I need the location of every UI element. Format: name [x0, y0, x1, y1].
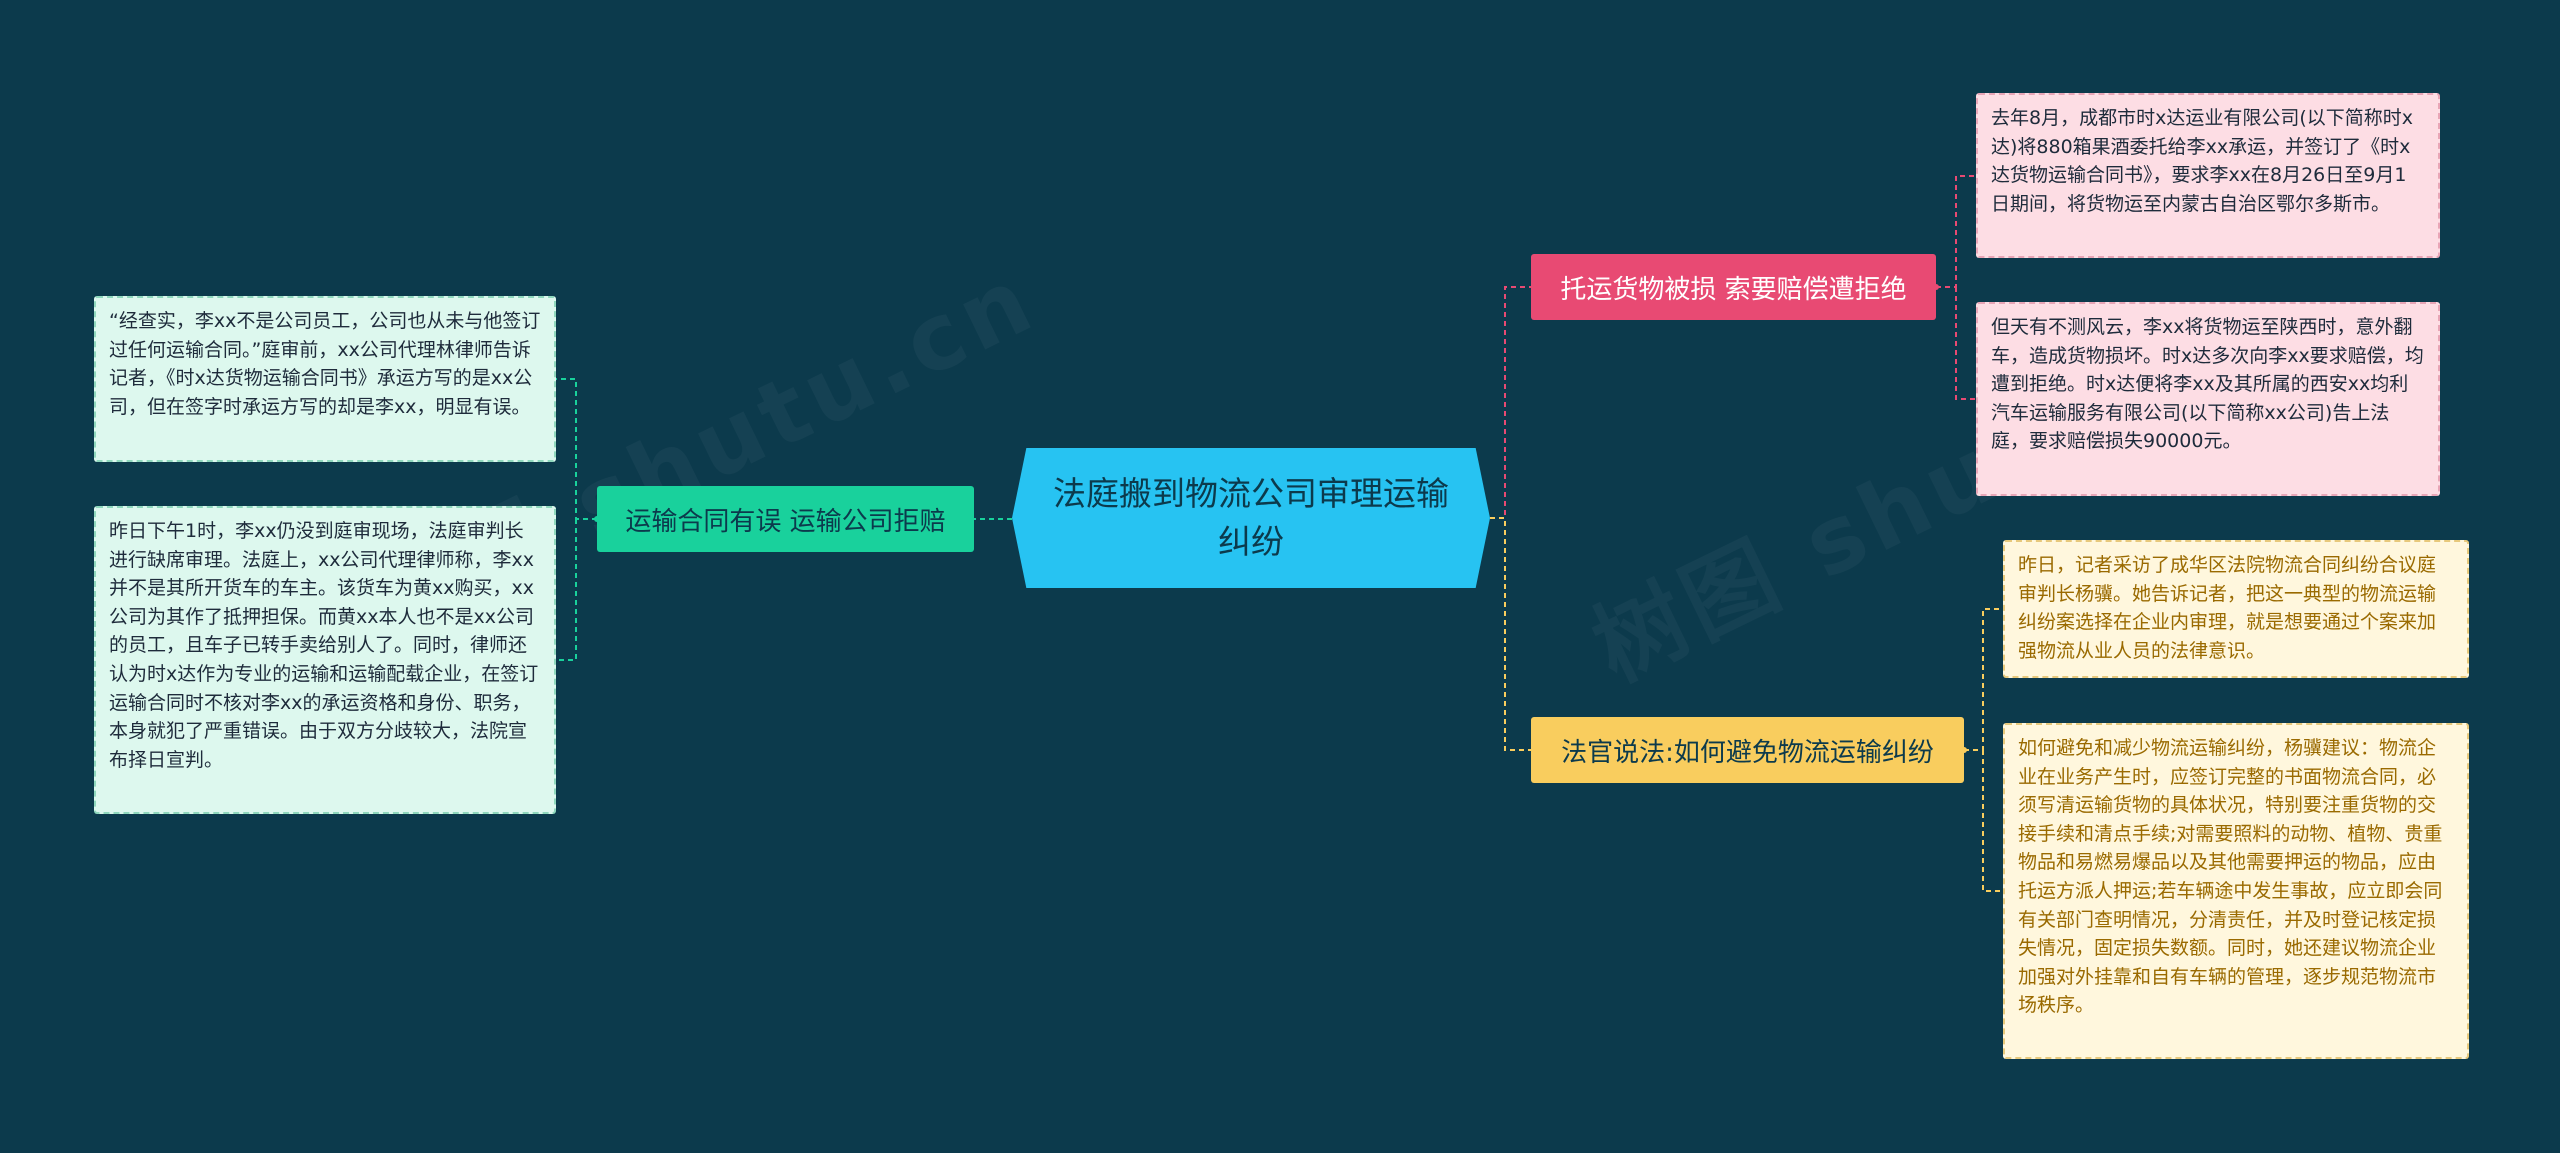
leaf-note[interactable]: “经查实，李xx不是公司员工，公司也从未与他签订过任何运输合同。”庭审前，xx公… [94, 296, 556, 462]
leaf-note[interactable]: 昨日下午1时，李xx仍没到庭审现场，法庭审判长进行缺席审理。法庭上，xx公司代理… [94, 506, 556, 814]
link-center-right-bottom [1490, 517, 1531, 751]
central-topic[interactable]: 法庭搬到物流公司审理运输纠纷 [1012, 448, 1490, 588]
leaf-note[interactable]: 如何避免和减少物流运输纠纷，杨骥建议：物流企业在业务产生时，应签订完整的书面物流… [2003, 723, 2469, 1059]
leaf-note[interactable]: 去年8月，成都市时x达运业有限公司(以下简称时x达)将880箱果酒委托给李xx承… [1976, 93, 2440, 258]
branch-right-bottom[interactable]: 法官说法:如何避免物流运输纠纷 [1531, 717, 1964, 783]
central-topic-label: 法庭搬到物流公司审理运输纠纷 [1053, 474, 1449, 561]
link-right-bottom-leaves [1964, 608, 2003, 892]
leaf-note[interactable]: 但天有不测风云，李xx将货物运至陕西时，意外翻车，造成货物损坏。时x达多次向李x… [1976, 302, 2440, 496]
link-center-right-top [1490, 286, 1531, 519]
branch-label: 托运货物被损 索要赔偿遭拒绝 [1560, 274, 1907, 305]
branch-right-top[interactable]: 托运货物被损 索要赔偿遭拒绝 [1531, 254, 1936, 320]
branch-label: 法官说法:如何避免物流运输纠纷 [1561, 737, 1934, 768]
link-left-leaves [556, 378, 597, 661]
branch-label: 运输合同有误 运输公司拒赔 [625, 506, 946, 537]
leaf-note[interactable]: 昨日，记者采访了成华区法院物流合同纠纷合议庭审判长杨骥。她告诉记者，把这一典型的… [2003, 540, 2469, 678]
link-right-top-leaves [1936, 175, 1976, 400]
branch-left[interactable]: 运输合同有误 运输公司拒赔 [597, 486, 974, 552]
